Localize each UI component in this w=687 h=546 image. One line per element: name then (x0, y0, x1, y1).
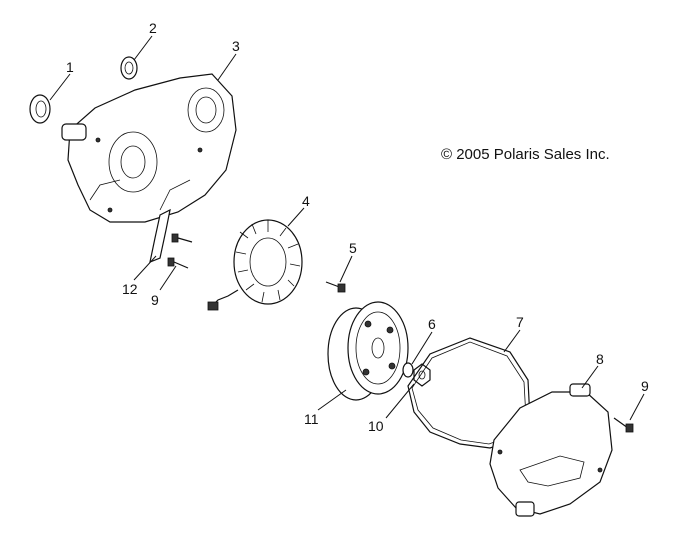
callout-label: 9 (641, 378, 649, 394)
callout-9-left: 9 (151, 265, 177, 308)
callout-label: 4 (302, 193, 310, 209)
part-12-bracket (149, 208, 171, 263)
callout-label: 1 (66, 59, 74, 75)
callout-12: 12 (122, 255, 157, 297)
callout-10: 10 (368, 383, 415, 434)
part-6-washer (402, 362, 414, 378)
callout-label: 6 (428, 316, 436, 332)
callout-11: 11 (304, 389, 347, 427)
callout-6: 6 (411, 316, 436, 365)
part-2-bearing (120, 56, 138, 80)
part-11-flywheel (327, 301, 409, 401)
callout-label: 8 (596, 351, 604, 367)
part-9-bolt-upper (171, 233, 193, 243)
callout-8: 8 (581, 351, 604, 389)
callout-5: 5 (339, 240, 357, 283)
callout-4: 4 (287, 193, 310, 227)
callout-label: 5 (349, 240, 357, 256)
callout-label: 11 (304, 411, 319, 427)
part-8-stator-cover (489, 383, 613, 517)
part-9-bolt-lower (167, 257, 189, 269)
part-4-stator (207, 219, 303, 311)
callout-label: 10 (368, 418, 384, 434)
callout-3: 3 (217, 38, 240, 81)
callout-label: 3 (232, 38, 240, 54)
callout-label: 7 (516, 314, 524, 330)
part-3-crankcase-cover (61, 73, 237, 223)
callout-label: 9 (151, 292, 159, 308)
part-9-bolt-right (613, 417, 634, 433)
callout-1: 1 (49, 59, 74, 101)
callout-2: 2 (133, 20, 157, 61)
callout-label: 12 (122, 281, 138, 297)
part-5-bolt (325, 281, 346, 293)
callout-7: 7 (503, 314, 524, 353)
callout-9-right: 9 (629, 378, 649, 421)
copyright-notice: © 2005 Polaris Sales Inc. (441, 146, 610, 163)
part-1-seal (29, 94, 51, 124)
part-10-nut (413, 363, 431, 387)
callout-label: 2 (149, 20, 157, 36)
